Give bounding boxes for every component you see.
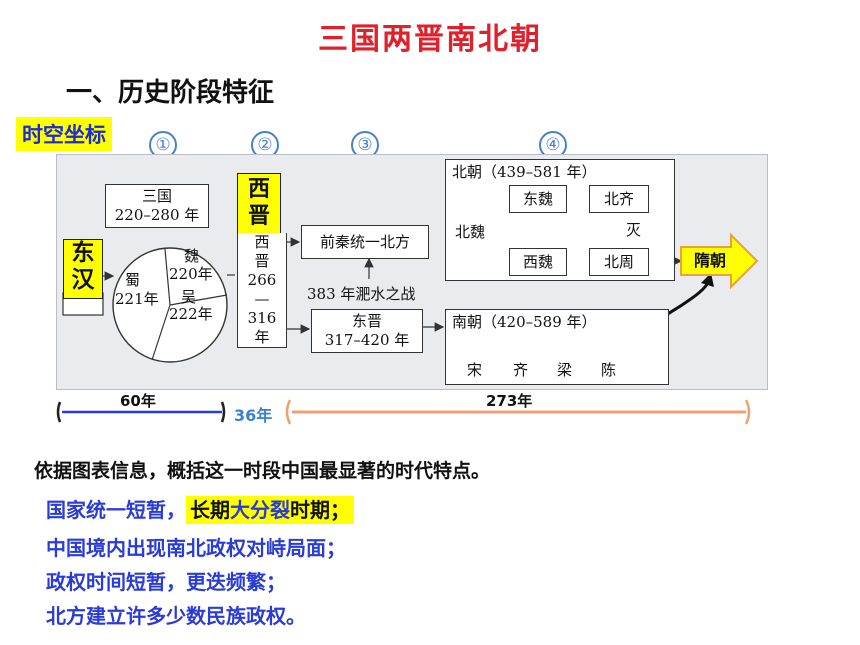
- xijin-box: 西 晋 266 — 316 年: [237, 233, 287, 348]
- feishui-label: 383 年淝水之战: [307, 285, 416, 303]
- period-brackets: [56, 399, 751, 425]
- answer-2: 中国境内出现南北政权对峙局面；: [46, 536, 346, 560]
- beiwei-label: 北魏: [455, 223, 486, 241]
- sui-label: 隋朝: [693, 251, 726, 270]
- beizhou-box: 北周: [589, 248, 649, 276]
- answer-1-hl-a: 长期: [190, 498, 230, 522]
- answer-1-hl-c: 时期；: [290, 498, 350, 522]
- xiwei-box: 西魏: [509, 248, 567, 276]
- span-60: 60年: [120, 392, 156, 410]
- donghan-label: 东汉: [71, 240, 95, 293]
- xijin-c4: —: [254, 290, 270, 308]
- dongjin-title: 东晋: [351, 312, 382, 330]
- shu-year: 221年: [115, 290, 159, 308]
- wu-label: 吴: [181, 288, 197, 306]
- wu-year: 222年: [169, 305, 213, 323]
- nanchao-chen: 陈: [601, 361, 617, 379]
- xijin-c6: 年: [254, 328, 270, 346]
- spacetime-tag: 时空坐标: [16, 117, 112, 151]
- xijin-highlight-label: 西晋: [248, 177, 271, 229]
- question-text: 依据图表信息，概括这一时段中国最显著的时代特点。: [34, 460, 491, 482]
- dongjin-box: 东晋 317–420 年: [311, 309, 423, 353]
- dongwei-box: 东魏: [509, 185, 567, 213]
- donghan-box: 东汉: [63, 239, 103, 299]
- beichao-title: 北朝（439–581 年）: [452, 163, 597, 181]
- sanguo-title: 三国: [141, 187, 172, 205]
- xijin-c3: 266: [247, 271, 277, 289]
- diagram-connectors: [62, 194, 759, 374]
- wei-label: 魏: [184, 247, 200, 265]
- section-heading: 一、历史阶段特征: [66, 78, 275, 108]
- nanchao-liang: 梁: [557, 361, 573, 379]
- span-273: 273年: [486, 392, 533, 410]
- nanchao-title: 南朝（420–589 年）: [452, 313, 597, 331]
- answer-1: 国家统一短暂，长期大分裂时期；: [46, 494, 354, 524]
- answer-4: 北方建立许多少数民族政权。: [46, 604, 306, 628]
- answer-1-prefix: 国家统一短暂，: [46, 498, 186, 522]
- xijin-c1: 西: [254, 233, 270, 251]
- wei-year: 220年: [169, 265, 213, 283]
- span-36: 36年: [234, 406, 273, 425]
- nanchao-qi: 齐: [513, 361, 529, 379]
- answer-3: 政权时间短暂，更迭频繁；: [46, 570, 286, 594]
- sanguo-box: 三国 220–280 年: [105, 184, 209, 228]
- page-title: 三国两晋南北朝: [318, 22, 542, 57]
- xijin-c5: 316: [247, 309, 277, 327]
- timeline-diagram: 东汉 三国 220–280 年 魏 220年 蜀 221年 吴 222年 西晋 …: [56, 154, 768, 390]
- sanguo-years: 220–280 年: [114, 206, 200, 224]
- nanchao-box: 南朝（420–589 年）: [445, 309, 669, 385]
- qianqin-box: 前秦统一北方: [301, 225, 429, 259]
- beiqi-box: 北齐: [589, 185, 649, 213]
- xijin-c2: 晋: [254, 252, 270, 270]
- answer-1-hl-b: 大分裂: [230, 498, 290, 522]
- xijin-highlight: 西晋: [237, 173, 281, 235]
- dongjin-years: 317–420 年: [324, 331, 410, 349]
- mie-label: 灭: [626, 221, 642, 239]
- nanchao-song: 宋: [467, 361, 483, 379]
- answer-1-highlight: 长期大分裂时期；: [186, 496, 354, 524]
- shu-label: 蜀: [125, 271, 141, 289]
